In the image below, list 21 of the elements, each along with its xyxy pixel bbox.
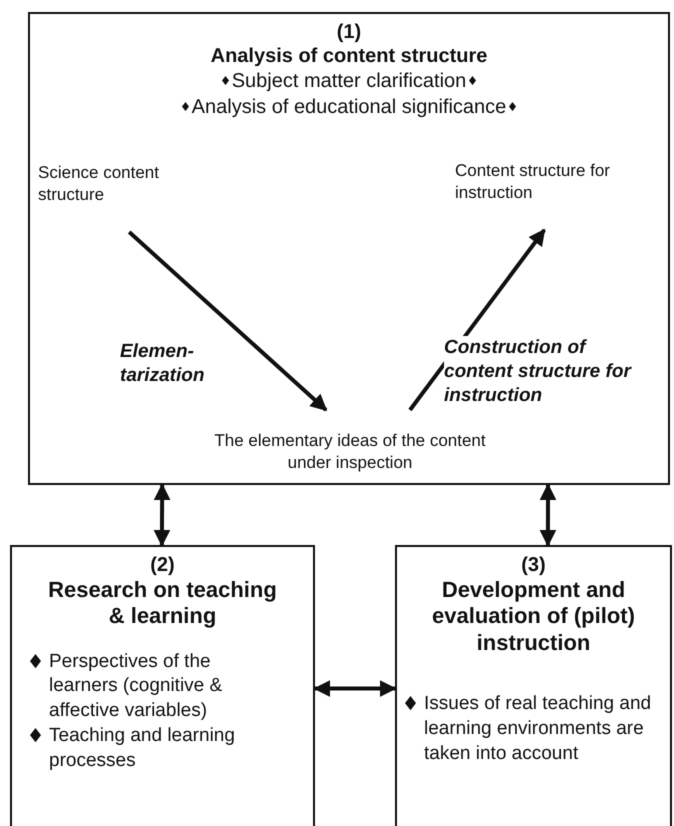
arrow [128,230,328,412]
bullet-text: Issues of real teaching and learning environments are taken into account [424,692,652,766]
section-box [395,545,672,826]
section-number: (3) [521,553,546,577]
bullet-text: Analysis of educational significance [192,95,506,120]
section-heading: Analysis of content structure [210,44,488,68]
section-heading: Research on teaching & learning [47,577,278,630]
arrow [540,483,556,547]
arrow [313,680,397,697]
node-text: The elementary ideas of the content under inspection [213,430,487,474]
node-text: Content structure for instruction [455,160,611,204]
section-number: (1) [336,20,362,44]
bullet-text: Subject matter clarification [232,69,466,94]
bullet-text: Perspectives of the learners (cognitive & affective variables) [49,650,224,724]
section-number: (2) [150,553,175,577]
arrow [154,483,170,547]
section-box [10,545,315,826]
section-box [28,12,670,485]
bullet-text: Teaching and learning processes [49,724,236,773]
section-heading: Development and evaluation of (pilot) instruction [431,577,636,656]
node-text: Science content structure [38,162,160,206]
